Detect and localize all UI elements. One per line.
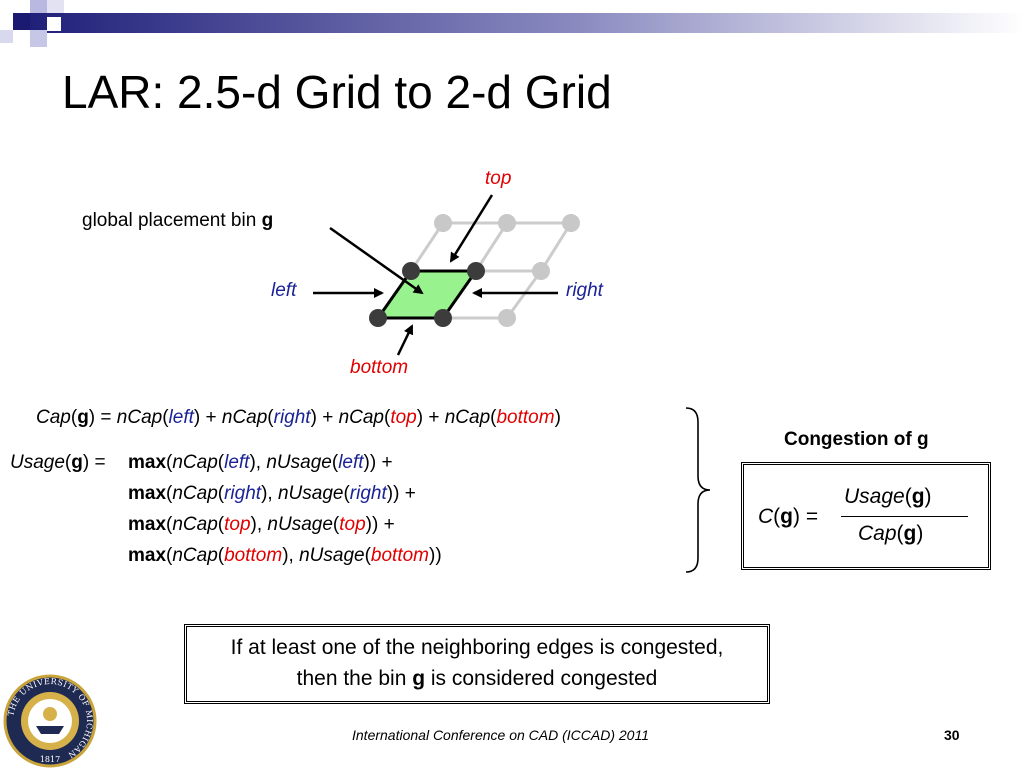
placement-bin bbox=[375, 269, 479, 320]
footer-conference: International Conference on CAD (ICCAD) … bbox=[352, 727, 650, 743]
deco-square bbox=[47, 17, 61, 31]
congestion-heading: Congestion of g bbox=[784, 429, 929, 450]
grid-nodes-inactive bbox=[434, 214, 580, 327]
deco-square bbox=[47, 0, 64, 13]
grid-edges-inactive bbox=[409, 221, 573, 320]
note-line-2: then the bin g is considered congested bbox=[296, 667, 658, 690]
bin-arrow bbox=[329, 226, 424, 295]
deco-square bbox=[13, 13, 30, 30]
slide-title: LAR: 2.5-d Grid to 2-d Grid bbox=[62, 66, 612, 118]
congestion-formula-box: C(g) = Usage(g) Cap(g) bbox=[741, 462, 991, 570]
deco-square bbox=[30, 0, 47, 13]
university-seal-logo: THE UNIVERSITY OF MICHIGAN 1817 bbox=[3, 674, 97, 768]
label-bottom: bottom bbox=[350, 357, 409, 378]
svg-text:1817: 1817 bbox=[40, 755, 60, 764]
congestion-denominator: Cap(g) bbox=[858, 522, 924, 545]
fraction-bar bbox=[841, 516, 968, 517]
label-left: left bbox=[271, 280, 297, 301]
label-right: right bbox=[566, 280, 603, 301]
usage-line: max(nCap(left), nUsage(left)) + bbox=[128, 452, 393, 473]
label-top: top bbox=[485, 168, 512, 189]
congestion-note-box: If at least one of the neighboring edges… bbox=[184, 624, 770, 704]
header-gradient-bar bbox=[30, 13, 1024, 33]
page-number: 30 bbox=[944, 727, 960, 743]
grid-nodes-active bbox=[369, 262, 485, 327]
top-arrow bbox=[449, 194, 494, 263]
header-decoration bbox=[0, 0, 1024, 47]
usage-line: max(nCap(right), nUsage(right)) + bbox=[128, 483, 416, 504]
curly-brace bbox=[685, 407, 711, 573]
note-line-1: If at least one of the neighboring edges… bbox=[230, 636, 724, 659]
congestion-lhs: C(g) = bbox=[758, 505, 819, 528]
deco-square bbox=[0, 30, 13, 43]
grid-diagram bbox=[313, 194, 580, 356]
deco-square bbox=[30, 30, 47, 47]
usage-line: max(nCap(top), nUsage(top)) + bbox=[128, 514, 395, 535]
bottom-arrow bbox=[396, 324, 414, 356]
congestion-numerator: Usage(g) bbox=[844, 485, 932, 508]
bin-label: global placement bin g bbox=[82, 210, 274, 231]
usage-line: max(nCap(bottom), nUsage(bottom)) bbox=[128, 545, 442, 566]
cap-formula: Cap(g) = nCap(left) + nCap(right) + nCap… bbox=[36, 407, 561, 428]
usage-formula-head: Usage(g) = bbox=[10, 452, 106, 473]
